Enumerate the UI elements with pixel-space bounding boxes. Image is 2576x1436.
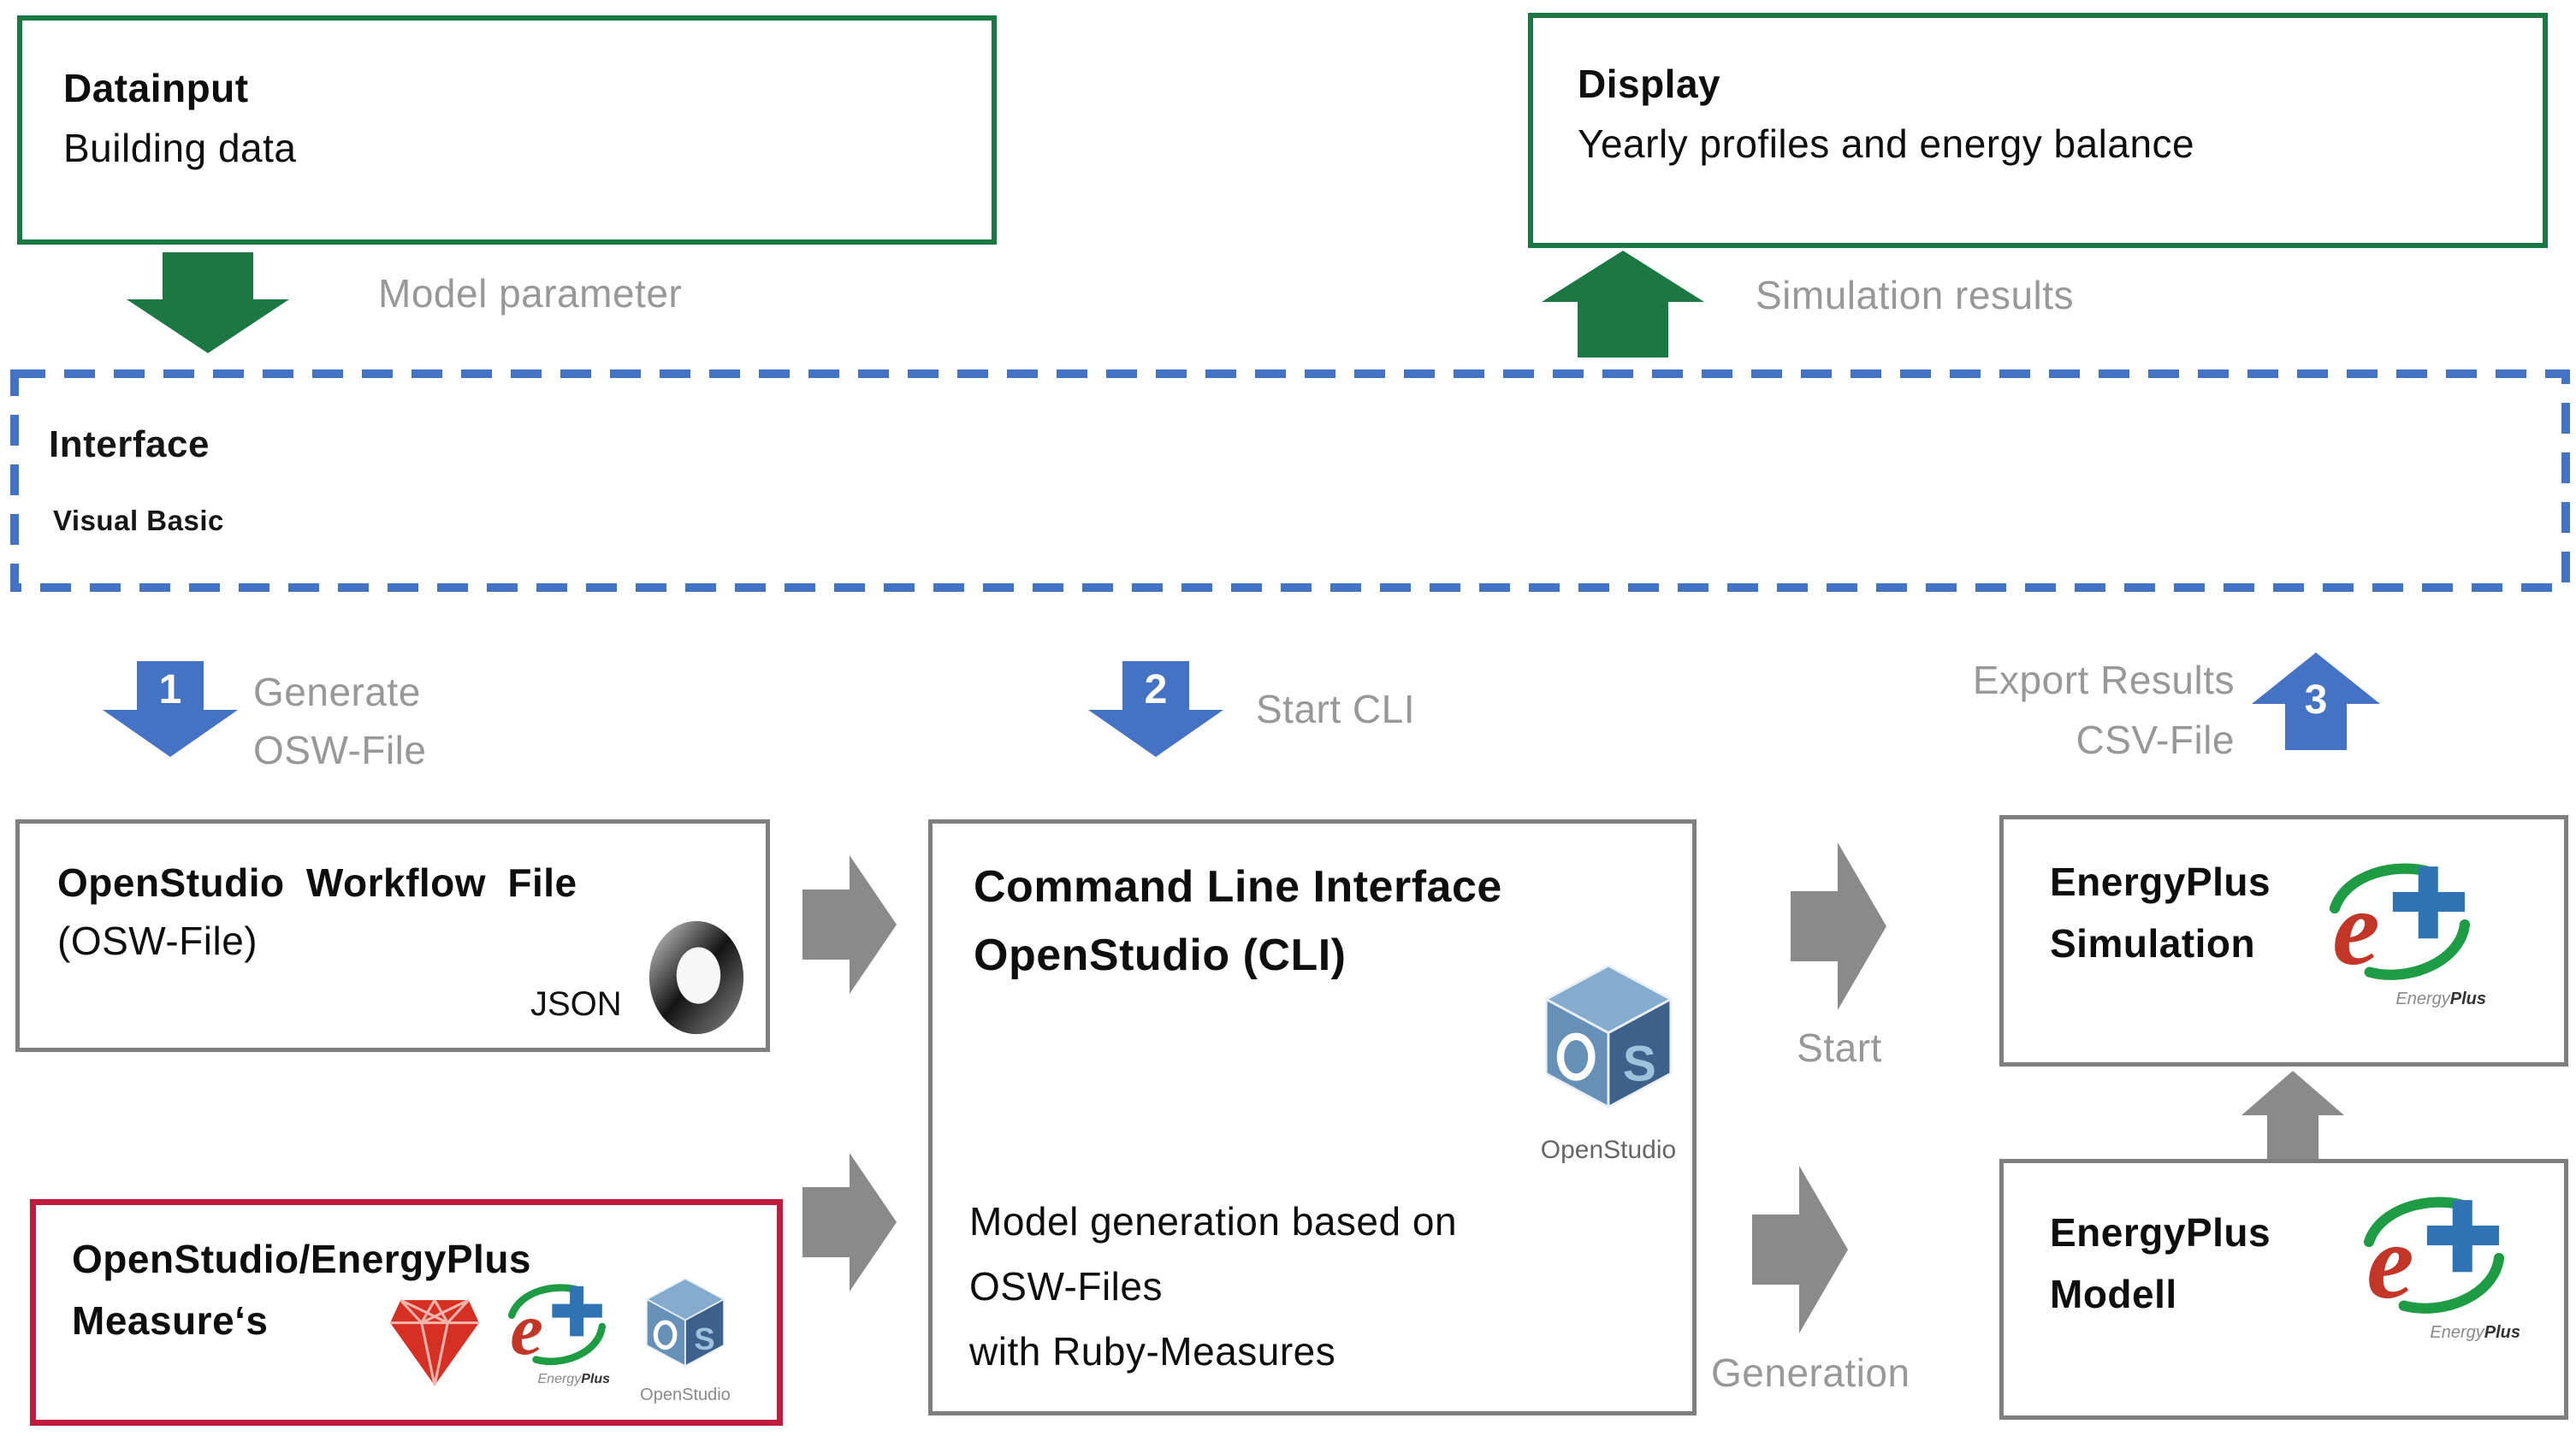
simulation-results-arrow-icon [1542,251,1704,358]
step1-label-line1: Generate [253,670,421,714]
simulation-results-label: Simulation results [1756,273,2075,317]
energyplus-caption-light: Energy [537,1372,582,1386]
energyplus-caption-light: Energy [2395,990,2450,1008]
generation-arrow-icon [1752,1166,1848,1333]
cli-body-line2: OSW-Files [969,1264,1163,1309]
modell-title-line1: EnergyPlus [2050,1210,2271,1255]
energyplus-eplus-icon [500,1281,613,1372]
interface-subtitle: Visual Basic [53,505,224,536]
cli-body-text: Model generation based on OSW-Files with… [969,1189,1457,1384]
generation-label: Generation [1711,1350,1910,1395]
model-parameter-arrow-icon [127,252,289,353]
cli-body-line3: with Ruby-Measures [969,1329,1336,1374]
modell-to-simulation-arrow-icon [2241,1071,2344,1160]
cli-body-line1: Model generation based on [969,1199,1458,1244]
cli-title-line2: OpenStudio (CLI) [974,931,1347,980]
energyplus-logo-simulation: EnergyPlus [2301,860,2498,1009]
model-parameter-label: Model parameter [378,271,683,316]
step2-down-arrow-icon [1088,661,1223,757]
openstudio-logo-small: OpenStudio [630,1273,741,1405]
display-title: Display [1578,62,1721,106]
osw-to-cli-arrow-icon [802,855,897,994]
interface-title: Interface [49,423,210,465]
step1-down-arrow-icon [103,661,238,757]
osw-box-title: OpenStudio Workflow File [57,860,577,905]
display-subtitle: Yearly profiles and energy balance [1578,121,2195,166]
step2-label: Start CLI [1256,687,1416,731]
step3-label-line2: CSV-File [2076,718,2235,762]
start-label: Start [1797,1025,1882,1070]
energyplus-eplus-icon [2318,860,2481,990]
display-box: Display Yearly profiles and energy balan… [1528,13,2548,248]
simulation-title-line1: EnergyPlus [2050,860,2271,904]
openstudio-logo-cli: OpenStudio [1523,956,1694,1165]
step1-label-line2: OSW-File [253,728,427,772]
step3-up-arrow-icon [2252,653,2380,750]
cli-title-line1: Command Line Interface [974,862,1502,912]
step3-number: 3 [2304,677,2328,723]
simulation-title-line2: Simulation [2050,921,2256,966]
step3-label-line1: Export Results [1972,658,2235,702]
energyplus-caption-bold: Plus [2449,990,2486,1008]
energyplus-caption-bold: Plus [581,1372,610,1386]
energyplus-eplus-icon [2353,1193,2515,1323]
openstudio-cube-icon [1537,956,1680,1136]
start-arrow-icon [1791,842,1886,1010]
energyplus-logo-small: EnergyPlus [494,1281,619,1387]
datainput-title: Datainput [63,66,249,110]
energyplus-caption-light: Energy [2430,1323,2484,1342]
energyplus-caption-bold: Plus [2484,1323,2520,1342]
step1-number: 1 [158,667,182,712]
measures-title-line1: OpenStudio/EnergyPlus [72,1237,532,1281]
measures-box: OpenStudio/EnergyPlus Measure‘s [30,1199,783,1426]
step2-number: 2 [1144,667,1168,712]
openstudio-caption: OpenStudio [640,1386,731,1404]
ruby-gem-icon [387,1293,483,1391]
openstudio-cube-icon [641,1273,730,1384]
energyplus-logo-modell: EnergyPlus [2336,1193,2532,1343]
interface-box-border [10,369,2570,592]
json-torus-icon [643,917,749,1038]
json-label: JSON [530,985,622,1023]
energyplus-simulation-box: EnergyPlus Simulation [1999,815,2568,1067]
measures-to-cli-arrow-icon [802,1153,897,1291]
energyplus-modell-box: EnergyPlus Modell [1999,1159,2568,1420]
cli-box: Command Line Interface OpenStudio (CLI) [928,819,1697,1415]
osw-box-subtitle: (OSW-File) [57,919,258,963]
measures-title-line2: Measure‘s [72,1298,269,1343]
datainput-subtitle: Building data [63,126,297,170]
openstudio-caption: OpenStudio [1540,1136,1677,1164]
osw-file-box: OpenStudio Workflow File (OSW-File) [15,819,770,1052]
datainput-box: Datainput Building data [17,15,997,245]
modell-title-line2: Modell [2050,1272,2177,1316]
